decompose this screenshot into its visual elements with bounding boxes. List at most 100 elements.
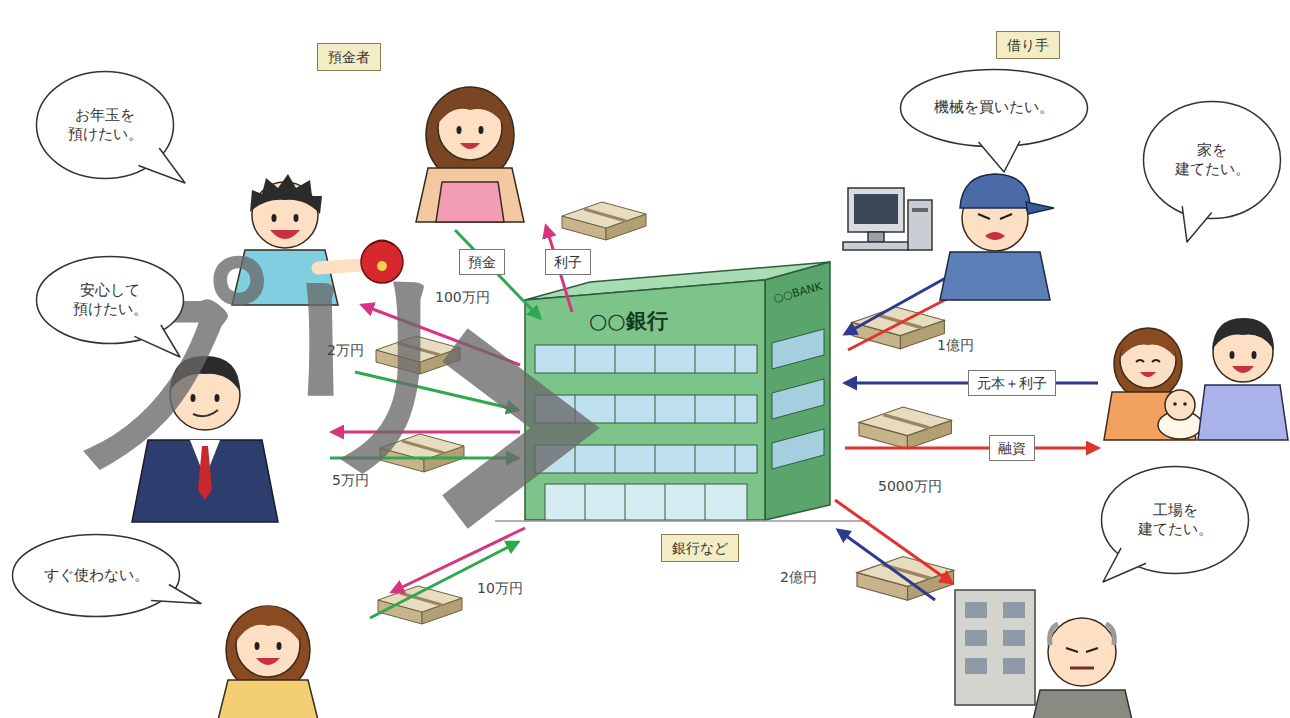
depositor-woman-part	[277, 642, 282, 650]
repayment-arrow	[838, 270, 1098, 600]
depositor-boy-part	[272, 214, 277, 222]
heading-box: 預金者	[317, 43, 381, 71]
flow-label-box: 元本＋利子	[968, 370, 1056, 396]
machine-part	[912, 208, 928, 212]
flow-label-box: 預金	[459, 249, 505, 275]
borrower-old-man-part	[1033, 690, 1132, 718]
borrower-old-man-part	[1070, 667, 1094, 670]
bank-building-part	[575, 345, 735, 473]
bubble-ellipse	[901, 70, 1088, 147]
heading-box: 借り手	[996, 31, 1060, 59]
speech-bubble: すぐ使わない。	[11, 533, 181, 618]
depositor-boy-part	[250, 174, 322, 214]
borrower-worker-part	[940, 252, 1050, 300]
borrower-family-part	[1183, 402, 1187, 406]
bank-building-part	[772, 379, 824, 419]
speech-bubble: お年玉を 預けたい。	[35, 70, 175, 180]
bubble-ellipse	[1144, 102, 1281, 219]
heading-box: 銀行など	[661, 534, 739, 562]
bubble-text: すぐ使わない。	[44, 566, 149, 586]
amount-label: 5000万円	[878, 478, 942, 495]
bubble-text: 安心して 預けたい。	[70, 281, 150, 320]
bank-building-part	[765, 262, 830, 520]
amount-label: 2億円	[780, 569, 817, 586]
factory-part	[965, 602, 987, 618]
box-text: 銀行など	[672, 539, 728, 557]
amount-label: 100万円	[435, 289, 490, 306]
box-text: 利子	[554, 253, 582, 271]
borrower-family-part	[1198, 385, 1288, 440]
factory-part	[1003, 602, 1025, 618]
bank-building-part	[535, 345, 757, 373]
borrower-worker	[940, 174, 1054, 300]
machine-part	[843, 242, 909, 250]
borrower-old-man-part	[1066, 648, 1098, 652]
depositor-woman	[416, 87, 524, 222]
factory-part	[965, 658, 987, 674]
bubble-text: 機械を買いたい。	[934, 98, 1054, 118]
bank-building-part	[772, 329, 824, 369]
amount-label: 5万円	[332, 472, 369, 489]
amount-label: 1億円	[937, 337, 974, 354]
speech-bubble: 家を 建てたい。	[1142, 100, 1282, 220]
factory-part	[1003, 658, 1025, 674]
borrower-family-part	[1165, 390, 1195, 420]
depositor-woman-part	[416, 168, 524, 222]
borrower-worker-part	[960, 174, 1030, 208]
flow-label-box: 融資	[989, 435, 1035, 461]
box-text: 融資	[998, 439, 1026, 457]
factory-part	[965, 630, 987, 646]
borrower-old-man	[1033, 618, 1132, 718]
machine-part	[854, 194, 898, 224]
borrower-worker-part	[978, 214, 1012, 219]
bubble-text: 工場を 建てたい。	[1135, 501, 1215, 540]
box-text: 借り手	[1007, 36, 1049, 54]
machine	[843, 188, 932, 250]
speech-bubble: 工場を 建てたい。	[1100, 465, 1250, 575]
bubble-tail	[138, 148, 185, 183]
money-stack-part	[859, 407, 951, 449]
bubble-tail	[151, 585, 201, 604]
depositor-woman-part	[479, 126, 484, 134]
depositor-woman-part	[436, 182, 504, 222]
machine-part	[868, 232, 884, 242]
bubble-text: お年玉を 預けたい。	[65, 106, 145, 145]
money-stack-part	[852, 307, 944, 349]
bank-sign: ○○銀行	[589, 309, 668, 334]
depositor-woman-part	[256, 658, 280, 665]
bubble-tail	[1182, 206, 1212, 242]
depositor-woman	[218, 606, 318, 718]
money-stack-part	[562, 202, 646, 240]
borrower-family-part	[1173, 402, 1177, 406]
flow-label-box: 利子	[545, 249, 591, 275]
loan-arrow-part	[835, 500, 952, 583]
speech-bubble: 安心して 預けたい。	[35, 255, 185, 345]
bubble-tail	[1103, 548, 1146, 582]
box-text: 元本＋利子	[977, 374, 1047, 392]
machine-part	[848, 188, 904, 232]
borrower-family-part	[1140, 372, 1156, 377]
speech-bubble: 機械を買いたい。	[899, 68, 1089, 148]
machine-part	[908, 200, 932, 250]
amount-label: 2万円	[327, 342, 364, 359]
repayment-arrow-part	[838, 530, 935, 600]
bank-building-part	[495, 520, 870, 522]
depositor-woman-part	[255, 642, 260, 650]
depositor-boy-part	[294, 214, 299, 222]
borrower-family-part	[1136, 360, 1160, 362]
borrower-family-part	[1232, 366, 1254, 373]
loan-arrow-part	[845, 447, 1098, 450]
bank-building-part	[545, 484, 747, 520]
bubble-ellipse	[13, 535, 180, 617]
bubble-text: 家を 建てたい。	[1172, 141, 1252, 180]
factory	[955, 590, 1035, 705]
box-text: 預金者	[328, 48, 370, 66]
factory-part	[1003, 630, 1025, 646]
depositor-boy-part	[270, 230, 300, 239]
bank-building-part	[585, 484, 705, 520]
box-text: 預金	[468, 253, 496, 271]
loan-arrow	[835, 289, 1098, 583]
borrower-old-man-part	[1048, 618, 1116, 686]
borrower-family-part	[1230, 351, 1235, 359]
